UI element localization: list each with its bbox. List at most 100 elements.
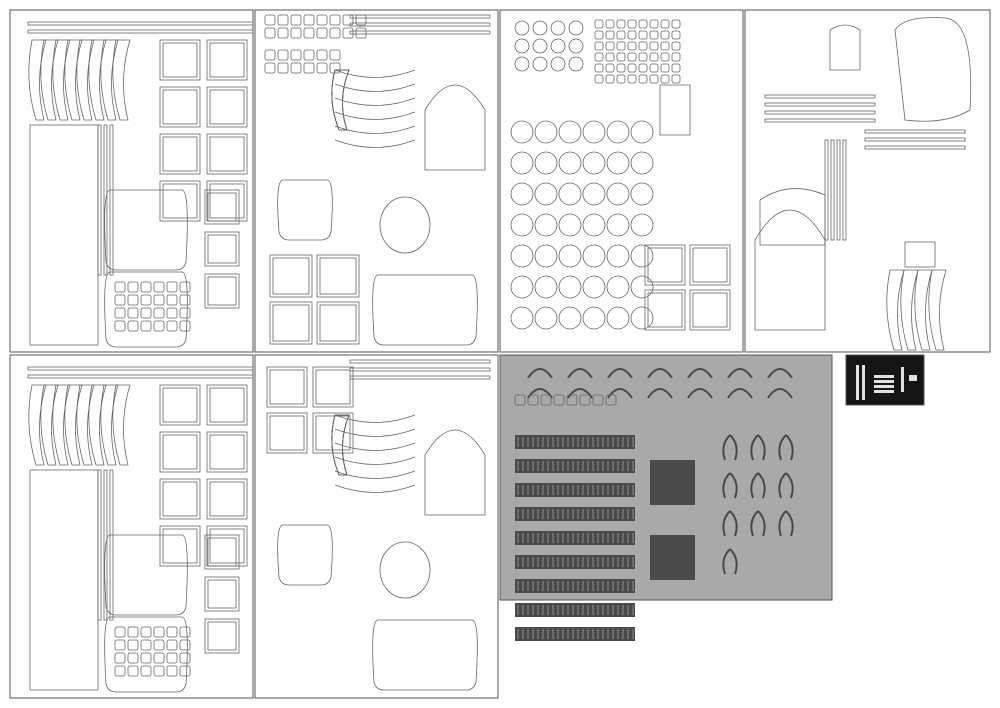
small-part — [166, 294, 178, 306]
disc-part — [582, 213, 606, 237]
sheet-7 — [499, 354, 833, 641]
window-frame-part — [159, 133, 201, 175]
window-frame-part — [269, 254, 313, 298]
disc-part — [568, 20, 584, 36]
small-part — [127, 639, 139, 651]
small-part — [649, 74, 659, 84]
sheet-5 — [9, 354, 254, 699]
strip-part — [109, 124, 114, 276]
sheet-1 — [9, 9, 254, 353]
window-frame-part — [206, 431, 248, 473]
small-part — [627, 74, 637, 84]
small-part — [166, 281, 178, 293]
small-part — [316, 49, 328, 61]
small-part — [127, 626, 139, 638]
small-part — [594, 52, 604, 62]
small-part — [153, 294, 165, 306]
small-part — [277, 27, 289, 39]
window-frame-part — [206, 39, 248, 81]
bulkhead-part — [424, 84, 486, 171]
arc-part — [334, 125, 416, 134]
arc-part — [334, 442, 416, 451]
sheet-3 — [499, 9, 744, 353]
body-shell-part — [104, 271, 188, 348]
disc-part — [510, 275, 534, 299]
small-part — [114, 281, 126, 293]
small-part — [638, 52, 648, 62]
disc-part — [532, 38, 548, 54]
small-part — [660, 30, 670, 40]
disc-part — [534, 244, 558, 268]
small-part — [638, 41, 648, 51]
disc-part — [532, 56, 548, 72]
arc-part — [334, 456, 416, 465]
sheet-border — [254, 354, 499, 699]
arc-part — [334, 484, 416, 493]
strip-part — [864, 129, 966, 134]
small-part — [638, 63, 648, 73]
etch-rod-part — [856, 365, 859, 400]
small-part — [605, 19, 615, 29]
disc-part — [630, 306, 654, 330]
small-part — [114, 652, 126, 664]
window-frame-part — [159, 180, 201, 222]
etch-bracket-part — [778, 510, 794, 537]
small-part — [649, 63, 659, 73]
disc-part — [568, 56, 584, 72]
etch-bracket-part — [750, 472, 766, 499]
sheet-border — [9, 354, 254, 699]
small-part — [264, 49, 276, 61]
rib-part — [928, 269, 947, 351]
window-frame-inner — [162, 387, 198, 423]
etch-strip-part — [874, 380, 894, 383]
disc-part — [606, 244, 630, 268]
window-frame-inner — [692, 292, 728, 328]
small-part — [638, 19, 648, 29]
small-part — [140, 307, 152, 319]
window-frame-part — [204, 534, 240, 570]
small-part — [166, 652, 178, 664]
window-frame-part — [204, 618, 240, 654]
rib-part — [914, 269, 933, 351]
small-part — [153, 307, 165, 319]
window-frame-part — [689, 289, 731, 331]
window-frame-inner — [207, 234, 237, 264]
small-part — [616, 74, 626, 84]
small-part — [277, 49, 289, 61]
small-part — [616, 19, 626, 29]
strip-part — [864, 145, 966, 150]
small-part — [649, 30, 659, 40]
disc-part — [534, 306, 558, 330]
small-part — [553, 394, 565, 406]
small-part — [605, 30, 615, 40]
small-part — [179, 294, 191, 306]
grille-part — [515, 603, 635, 617]
strip-part — [349, 375, 491, 380]
window-frame-part — [159, 86, 201, 128]
window-frame-part — [159, 384, 201, 426]
disc-part — [630, 213, 654, 237]
arc-part — [334, 428, 416, 437]
disc-part — [606, 120, 630, 144]
small-part — [166, 626, 178, 638]
arc-part — [334, 139, 416, 148]
disc-part — [630, 275, 654, 299]
grille-part — [515, 435, 635, 449]
small-part — [303, 27, 315, 39]
window-frame-part — [269, 301, 313, 345]
small-part — [290, 62, 302, 74]
window-frame-part — [204, 576, 240, 612]
small-part — [594, 41, 604, 51]
disc-part — [510, 120, 534, 144]
strip-part — [764, 102, 876, 107]
disc-part — [582, 182, 606, 206]
nose-part — [754, 209, 826, 331]
disc-part — [606, 213, 630, 237]
grille-part — [515, 459, 635, 473]
window-frame-inner — [162, 136, 198, 172]
small-part — [140, 320, 152, 332]
small-part — [592, 394, 604, 406]
small-part — [114, 626, 126, 638]
window-frame-inner — [162, 481, 198, 517]
